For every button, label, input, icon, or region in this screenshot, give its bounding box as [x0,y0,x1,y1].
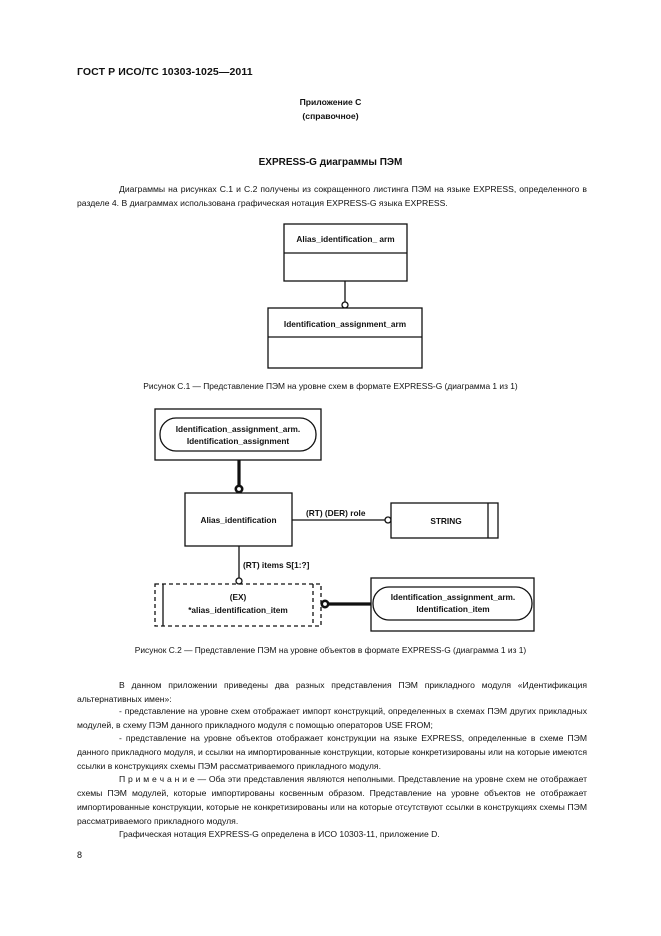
subtype-circle [234,484,244,494]
document-header: ГОСТ Р ИСО/ТС 10303-1025—2011 [77,66,253,78]
select-label-line2: *alias_identification_item [188,605,288,615]
page-number: 8 [77,850,83,860]
figure-c2-diagram: Identification_assignment_arm. Identific… [154,408,535,632]
annex-status: (справочное) [302,111,359,121]
attribute-end-circle [384,516,392,524]
ref-top-line2: Identification_assignment [187,436,290,446]
select-type-box [154,583,322,627]
type-label-string: STRING [430,516,461,526]
note-paragraph: П р и м е ч а н и е — Оба эти представле… [77,772,587,828]
entity-label-alias-identification: Alias_identification [200,515,276,525]
body-paragraph-4: Графическая нотация EXPRESS-G определена… [119,829,440,839]
note-label: П р и м е ч а н и е [119,774,195,784]
entity-label-identification-assignment-arm: Identification_assignment_arm [284,319,406,329]
ref-bottom-line2: Identification_item [416,604,489,614]
attribute-label-items: (RT) items S[1:?] [243,560,310,570]
type-box-string [390,502,499,539]
reference-pill-identification-item [372,586,533,621]
note-text: — Оба эти представления являются неполны… [77,774,588,826]
select-link-circle [320,599,330,609]
entity-box-identification-assignment-arm [267,307,423,369]
intro-paragraph: Диаграммы на рисунках С.1 и С.2 получены… [77,184,587,208]
annex-label: Приложение С [299,97,362,107]
entity-box-alias-identification [184,492,293,547]
entity-label-alias-identification-arm: Alias_identification_ arm [296,234,394,244]
ref-top-line1: Identification_assignment_arm. [176,424,301,434]
annex-heading: Приложение С (справочное) [0,95,661,123]
figure-c1-diagram: Alias_identification_ arm Identification… [267,223,423,369]
figure-c2-caption: Рисунок С.2 — Представление ПЭМ на уровн… [134,645,527,655]
attribute-end-circle [235,577,243,585]
body-paragraph-2: - представление на уровне схем отображае… [77,706,587,730]
body-paragraph-1: В данном приложении приведены два разных… [77,680,587,704]
ref-bottom-line1: Identification_assignment_arm. [391,592,516,602]
link-end-circle [341,301,349,309]
annex-title: EXPRESS-G диаграммы ПЭМ [258,157,403,168]
body-paragraph-3: - представление на уровне объектов отобр… [77,733,587,771]
attribute-label-role: (RT) (DER) role [306,508,366,518]
reference-pill-identification-assignment [159,417,317,452]
select-label-line1: (EX) [230,592,247,602]
figure-c1-caption: Рисунок С.1 — Представление ПЭМ на уровн… [143,381,518,391]
